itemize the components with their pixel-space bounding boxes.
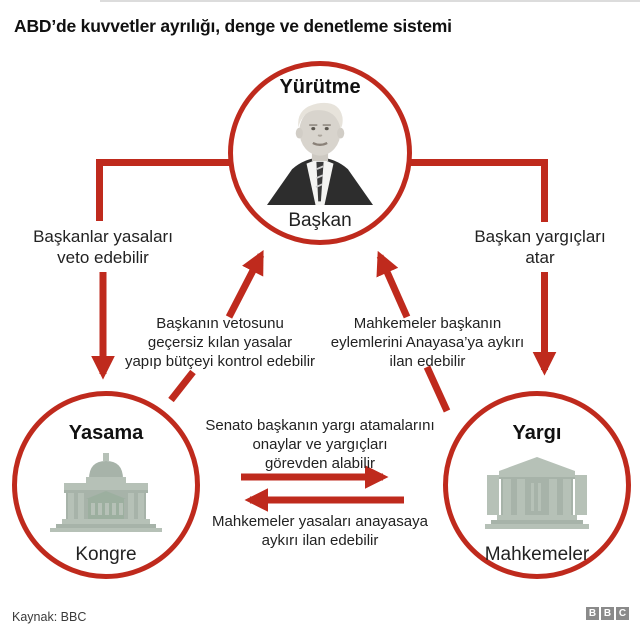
label-veto: Başkanlar yasaları veto edebilir — [33, 227, 173, 267]
bbc-logo-block: B — [601, 607, 614, 620]
judiciary-subtitle: Mahkemeler — [484, 544, 590, 565]
arrow-actions-upper — [376, 250, 411, 319]
node-executive: Yürütme Başkan — [228, 61, 412, 245]
executive-subtitle: Başkan — [288, 210, 352, 231]
arrow-actions-lower — [423, 365, 451, 413]
arrow-override-upper — [225, 250, 265, 319]
capitol-building-icon — [44, 453, 168, 538]
label-appoint-judges: Başkan yargıçları atar — [474, 227, 606, 267]
executive-title: Yürütme — [279, 76, 361, 98]
bbc-logo: B B C — [586, 607, 629, 620]
courthouse-building-icon — [475, 453, 599, 538]
president-portrait — [257, 99, 383, 210]
bbc-logo-block: C — [616, 607, 629, 620]
node-legislative: Yasama — [12, 391, 200, 579]
source-credit: Kaynak: BBC — [12, 610, 87, 624]
label-override-veto: Başkanın vetosunu geçersiz kılan yasalar… — [124, 315, 316, 370]
page-title: ABD’de kuvvetler ayrılığı, denge ve dene… — [14, 16, 452, 36]
judiciary-title: Yargı — [512, 422, 562, 444]
top-divider — [100, 0, 640, 2]
node-judiciary: Yargı Mahkemeler — [443, 391, 631, 579]
elbow-exec-to-right — [400, 159, 548, 222]
label-unconstitutional-actions: Mahkemeler başkanın eylemlerini Anayasa’… — [330, 315, 525, 370]
bbc-logo-block: B — [586, 607, 599, 620]
arrow-override-lower — [168, 369, 196, 403]
elbow-exec-to-left — [96, 159, 240, 221]
legislative-title: Yasama — [68, 422, 144, 444]
label-senate-approves: Senato başkanın yargı atamalarını onayla… — [205, 417, 435, 472]
label-unconstitutional-laws: Mahkemeler yasaları anayasaya aykırı ila… — [212, 513, 428, 549]
legislative-subtitle: Kongre — [75, 544, 137, 565]
